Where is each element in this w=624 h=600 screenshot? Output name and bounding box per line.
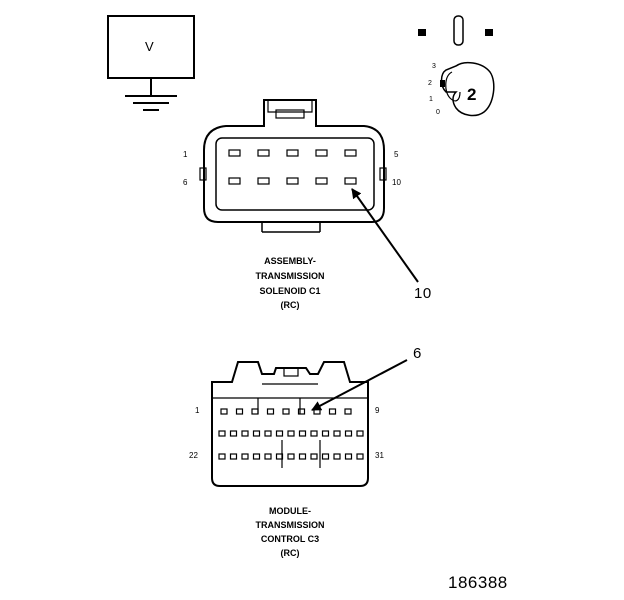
c3-pin-1-label: 1: [195, 406, 200, 415]
c3-cavity: [252, 430, 261, 437]
connector-c3-name-line-2: TRANSMISSION: [255, 520, 325, 530]
voltmeter-label: V: [145, 39, 154, 54]
callout-10-leader: [351, 188, 419, 283]
c3-cavity: [297, 408, 306, 415]
connector-c1-name-line-2: TRANSMISSION: [255, 271, 325, 281]
c3-cavity: [251, 408, 259, 415]
c3-cavity: [344, 453, 353, 460]
c1-pin-1-label: 1: [183, 150, 188, 159]
connector-c3-housing: [211, 361, 369, 487]
voltmeter-symbol: [107, 15, 195, 111]
c3-cavity: [241, 430, 249, 437]
key-position-3: 3: [432, 63, 436, 70]
c3-cavity: [241, 453, 249, 460]
c3-cavity: [229, 453, 238, 460]
key-marker-right: [485, 29, 493, 36]
c3-cavity: [275, 453, 284, 460]
key-position-1: 1: [429, 96, 433, 103]
c3-cavity: [264, 453, 272, 460]
c3-pin-9-label: 9: [375, 406, 380, 415]
c3-cavity: [310, 453, 318, 460]
c1-pin-10-label: 10: [392, 178, 401, 187]
c1-cavity: [257, 149, 270, 157]
c1-cavity: [315, 177, 328, 185]
key-position-0: 0: [436, 109, 440, 116]
figure-number: 186388: [448, 573, 508, 592]
c3-cavity: [344, 430, 353, 437]
callout-6-leader: [311, 359, 408, 411]
key-setting-number: 2: [467, 85, 477, 104]
c3-pin-31-label: 31: [375, 451, 384, 460]
key-cylinder-icon: [440, 61, 495, 117]
connector-c3-cavities: [218, 408, 364, 460]
c1-pin-5-label: 5: [394, 150, 399, 159]
connector-c1-housing: [199, 99, 387, 233]
callout-10-number: 10: [414, 285, 432, 302]
callout-6-number: 6: [413, 345, 422, 362]
c1-cavity: [315, 149, 328, 157]
c3-pin-22-label: 22: [189, 451, 198, 460]
c3-cavity: [356, 430, 364, 437]
c3-cavity: [298, 430, 307, 437]
connector-c1-name-line-4: (RC): [280, 300, 300, 310]
c3-cavity: [298, 453, 307, 460]
c3-cavity: [275, 430, 284, 437]
c1-cavity: [344, 177, 357, 185]
c3-cavity: [328, 408, 337, 415]
connector-c3-name-line-1: MODULE-: [269, 506, 311, 516]
c3-cavity: [356, 453, 364, 460]
c3-cavity: [321, 430, 330, 437]
c1-cavity: [228, 177, 241, 185]
connector-c3-name-line-4: (RC): [280, 548, 300, 558]
key-position-2: 2: [428, 80, 432, 87]
c1-cavity: [228, 149, 241, 157]
key-blade-icon: [453, 15, 464, 46]
c3-cavity: [313, 408, 321, 415]
c3-cavity: [220, 408, 228, 415]
key-position-marker: [440, 80, 445, 87]
c3-cavity: [333, 430, 341, 437]
c1-cavity: [286, 177, 299, 185]
c3-cavity: [310, 430, 318, 437]
c3-cavity: [235, 408, 244, 415]
key-slot-icon: [445, 71, 461, 102]
c3-cavity: [333, 453, 341, 460]
c3-cavity: [344, 408, 352, 415]
c1-cavity: [286, 149, 299, 157]
c1-cavity: [344, 149, 357, 157]
c3-cavity: [218, 453, 226, 460]
ground-icon: [125, 95, 177, 111]
c3-cavity: [321, 453, 330, 460]
connector-c1-name-line-1: ASSEMBLY-: [264, 256, 316, 266]
c3-cavity: [266, 408, 275, 415]
connector-c1-name-line-3: SOLENOID C1: [259, 286, 321, 296]
key-switch-icon: [418, 15, 495, 117]
c3-cavity: [287, 430, 295, 437]
c3-cavity: [287, 453, 295, 460]
c1-pin-6-label: 6: [183, 178, 188, 187]
c3-cavity: [229, 430, 238, 437]
connector-c1-cavities: [228, 149, 357, 185]
c1-cavity: [257, 177, 270, 185]
c3-cavity: [218, 430, 226, 437]
c3-cavity: [282, 408, 290, 415]
c3-cavity: [252, 453, 261, 460]
connector-c3-name-line-3: CONTROL C3: [260, 534, 320, 544]
c3-cavity: [264, 430, 272, 437]
key-marker-left: [418, 29, 426, 36]
